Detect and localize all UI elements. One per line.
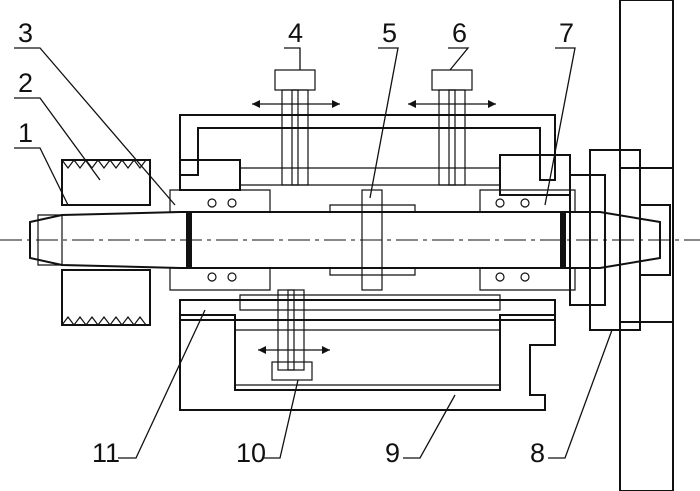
spindle-housing [179,114,571,411]
part-label-4: 4 [288,18,303,48]
right-bearing-group [479,189,576,291]
part-labels: 1 2 3 4 5 6 7 8 9 10 11 [18,18,574,468]
oil-nozzle-top-left [252,69,340,186]
part-label-1: 1 [18,118,33,148]
part-label-5: 5 [382,18,397,48]
part-label-10: 10 [236,438,266,468]
oil-nozzle-bottom [258,289,330,381]
center-sleeve [329,189,416,291]
wheel-flange [569,149,671,331]
part-label-6: 6 [452,18,467,48]
part-label-11: 11 [92,438,120,468]
grinding-wheel [619,0,674,491]
leader-lines [14,47,613,459]
left-bearing-group [169,189,271,291]
part-label-8: 8 [530,438,545,468]
part-label-3: 3 [18,18,33,48]
oil-nozzle-top-right [408,69,496,186]
part-label-9: 9 [385,438,400,468]
part-label-7: 7 [559,18,574,48]
spindle-shaft [0,211,700,269]
part-label-2: 2 [18,68,33,98]
belt-pulley [61,159,151,326]
